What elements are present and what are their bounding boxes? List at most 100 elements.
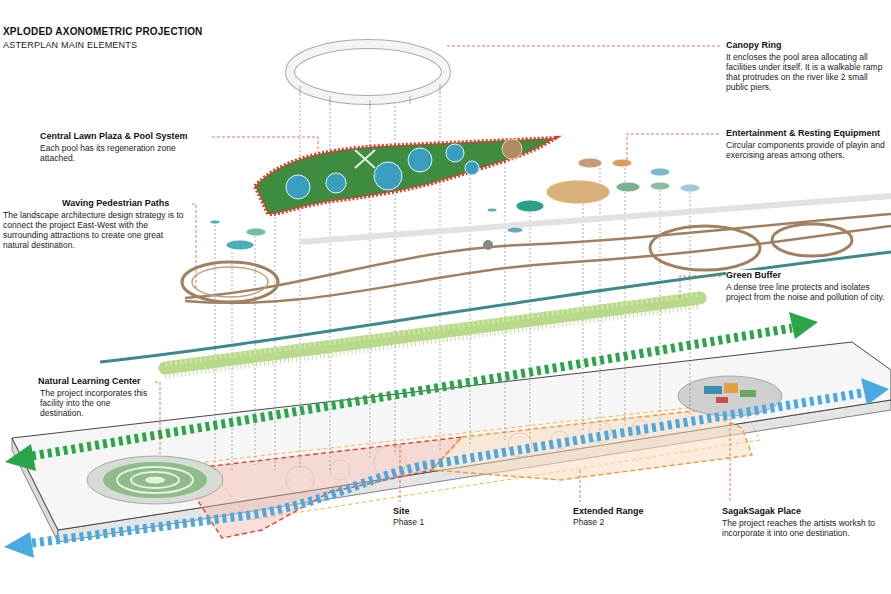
learning-center: [117, 467, 193, 493]
phase-label: Phase 2: [573, 517, 604, 527]
projection-lines: [505, 155, 506, 440]
pedestrian-paths: [650, 226, 760, 270]
central-lawn: [255, 138, 555, 214]
central-lawn: [374, 162, 402, 190]
learning-center: [145, 477, 165, 484]
phase-areas: [432, 410, 752, 480]
callout-heading: Waving Pedestrian Paths: [62, 198, 169, 209]
projection-lines: [300, 98, 301, 470]
central-lawn: [286, 144, 479, 199]
learning-center: [103, 462, 207, 498]
pedestrian-paths: [100, 196, 891, 362]
canopy-ring: [370, 100, 371, 108]
diagram-title: XPLODED AXONOMETRIC PROJECTION: [3, 26, 203, 38]
callout-text: A dense tree line protects and isolates …: [726, 282, 886, 302]
entertainment-equipment: [616, 182, 640, 192]
phase-areas: [286, 466, 314, 494]
entertainment-equipment: [680, 184, 700, 192]
leader-lines: [580, 470, 581, 502]
learning-center: [131, 472, 179, 488]
learning-center: [87, 456, 223, 504]
leader-lines: [212, 137, 318, 152]
blue-arrow: [861, 378, 889, 405]
phase-areas: [178, 437, 462, 538]
canopy-ring: [410, 96, 411, 104]
sagak-place: [716, 397, 728, 403]
canopy-ring: [290, 44, 446, 100]
projection-lines: [600, 168, 601, 430]
central-lawn: [286, 175, 310, 199]
green-arrow: [5, 444, 36, 471]
canopy-ring: [330, 96, 331, 104]
central-lawn: [408, 148, 432, 172]
green-arrow: [32, 328, 792, 456]
entertainment-equipment: [210, 220, 220, 224]
subtitle: ASTERPLAN MAIN ELEMENTS: [3, 40, 137, 51]
sagak-place: [740, 390, 756, 397]
central-lawn: [255, 138, 555, 214]
leader-lines: [192, 204, 196, 290]
callout-text: Circular components provide of playin an…: [726, 140, 886, 160]
entertainment-equipment: [612, 159, 632, 167]
sagak-place: [724, 383, 738, 393]
entertainment-equipment: [516, 200, 544, 212]
blue-arrow: [4, 378, 889, 558]
entertainment-equipment: [487, 208, 497, 212]
entertainment-equipment: [650, 182, 670, 190]
leader-lines: [730, 418, 731, 502]
leader-lines: [627, 134, 721, 160]
phase-areas: [330, 460, 350, 480]
projection-lines: [215, 92, 690, 470]
callout-text: The project reaches the artists worksh t…: [722, 518, 887, 538]
pedestrian-paths: [192, 267, 268, 297]
central-lawn: [355, 150, 375, 168]
projection-lines: [625, 168, 626, 425]
site-slab: [12, 342, 891, 542]
blue-arrow: [4, 532, 34, 558]
projection-lines: [275, 205, 276, 470]
canopy-ring: [440, 84, 441, 94]
canopy-ring: [290, 44, 446, 108]
callout-heading: Natural Learning Center: [38, 376, 141, 387]
pedestrian-paths: [185, 226, 891, 303]
entertainment-equipment: [546, 180, 610, 204]
pedestrian-paths: [483, 240, 493, 250]
central-lawn: [446, 144, 464, 162]
tree-line: [165, 298, 700, 368]
learning-center: [87, 456, 223, 504]
projection-lines: [470, 170, 471, 445]
canopy-ring: [300, 84, 440, 108]
callout-heading: Green Buffer: [726, 270, 781, 281]
callout-text: The landscape architecture design strate…: [3, 210, 185, 250]
phase-label: Phase 1: [393, 517, 424, 527]
leader-lines: [680, 276, 721, 300]
callout-text: The project incorporates this facility i…: [40, 388, 150, 418]
leader-lines: [155, 46, 730, 502]
pedestrian-paths: [772, 224, 852, 256]
canopy-ring: [290, 44, 446, 100]
canopy-ring: [300, 86, 301, 96]
area-label: Extended Range: [573, 506, 644, 517]
entertainment-equipment: [507, 227, 523, 233]
callout-text: It encloses the pool area allocating all…: [726, 52, 886, 92]
entertainment-equipment: [650, 168, 670, 176]
leader-lines: [155, 382, 160, 454]
central-lawn: [465, 161, 479, 175]
central-lawn: [502, 139, 522, 159]
pedestrian-paths: [300, 196, 891, 242]
sagak-place: [704, 386, 722, 394]
callout-text: Each pool has its regeneration zone atta…: [40, 143, 212, 163]
leader-lines: [447, 46, 721, 47]
callout-heading: Central Lawn Plaza & Pool System: [40, 131, 188, 142]
entertainment-equipment: [578, 158, 602, 168]
tree-line: [165, 294, 700, 376]
central-lawn: [326, 173, 346, 193]
entertainment-equipment: [226, 240, 254, 250]
callout-heading: Canopy Ring: [726, 40, 782, 51]
entertainment-equipment: [246, 228, 266, 236]
leader-lines: [400, 445, 401, 502]
projection-lines: [255, 232, 256, 465]
phase-areas: [178, 402, 760, 538]
tree-line: [165, 294, 700, 364]
